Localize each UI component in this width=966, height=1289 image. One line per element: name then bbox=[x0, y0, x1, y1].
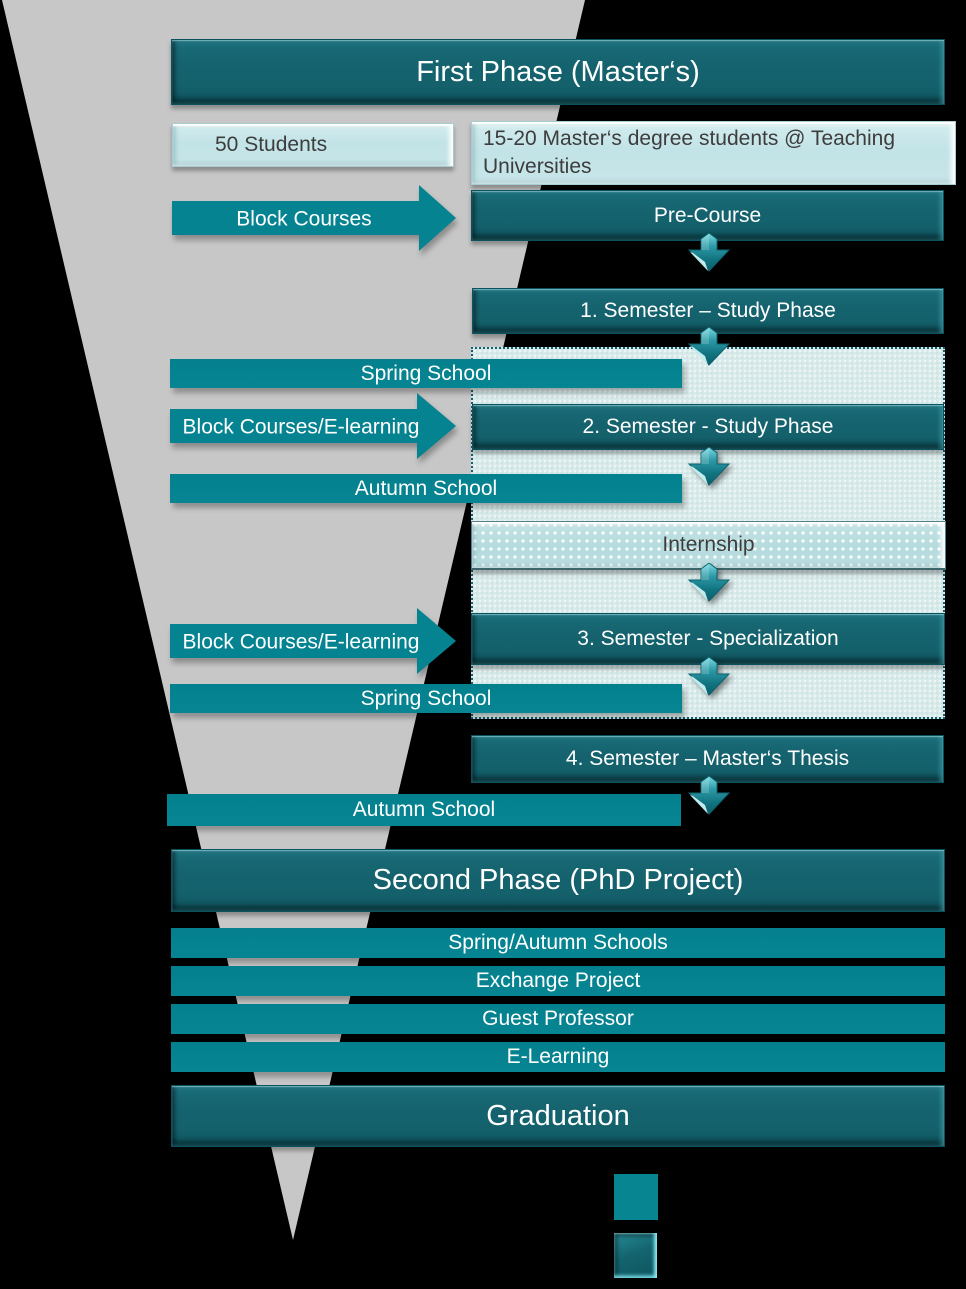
svg-text:Block Courses/E-learning: Block Courses/E-learning bbox=[183, 631, 420, 654]
svg-text:Block Courses: Block Courses bbox=[236, 208, 371, 231]
svg-text:Block Courses/E-learning: Block Courses/E-learning bbox=[183, 416, 420, 439]
